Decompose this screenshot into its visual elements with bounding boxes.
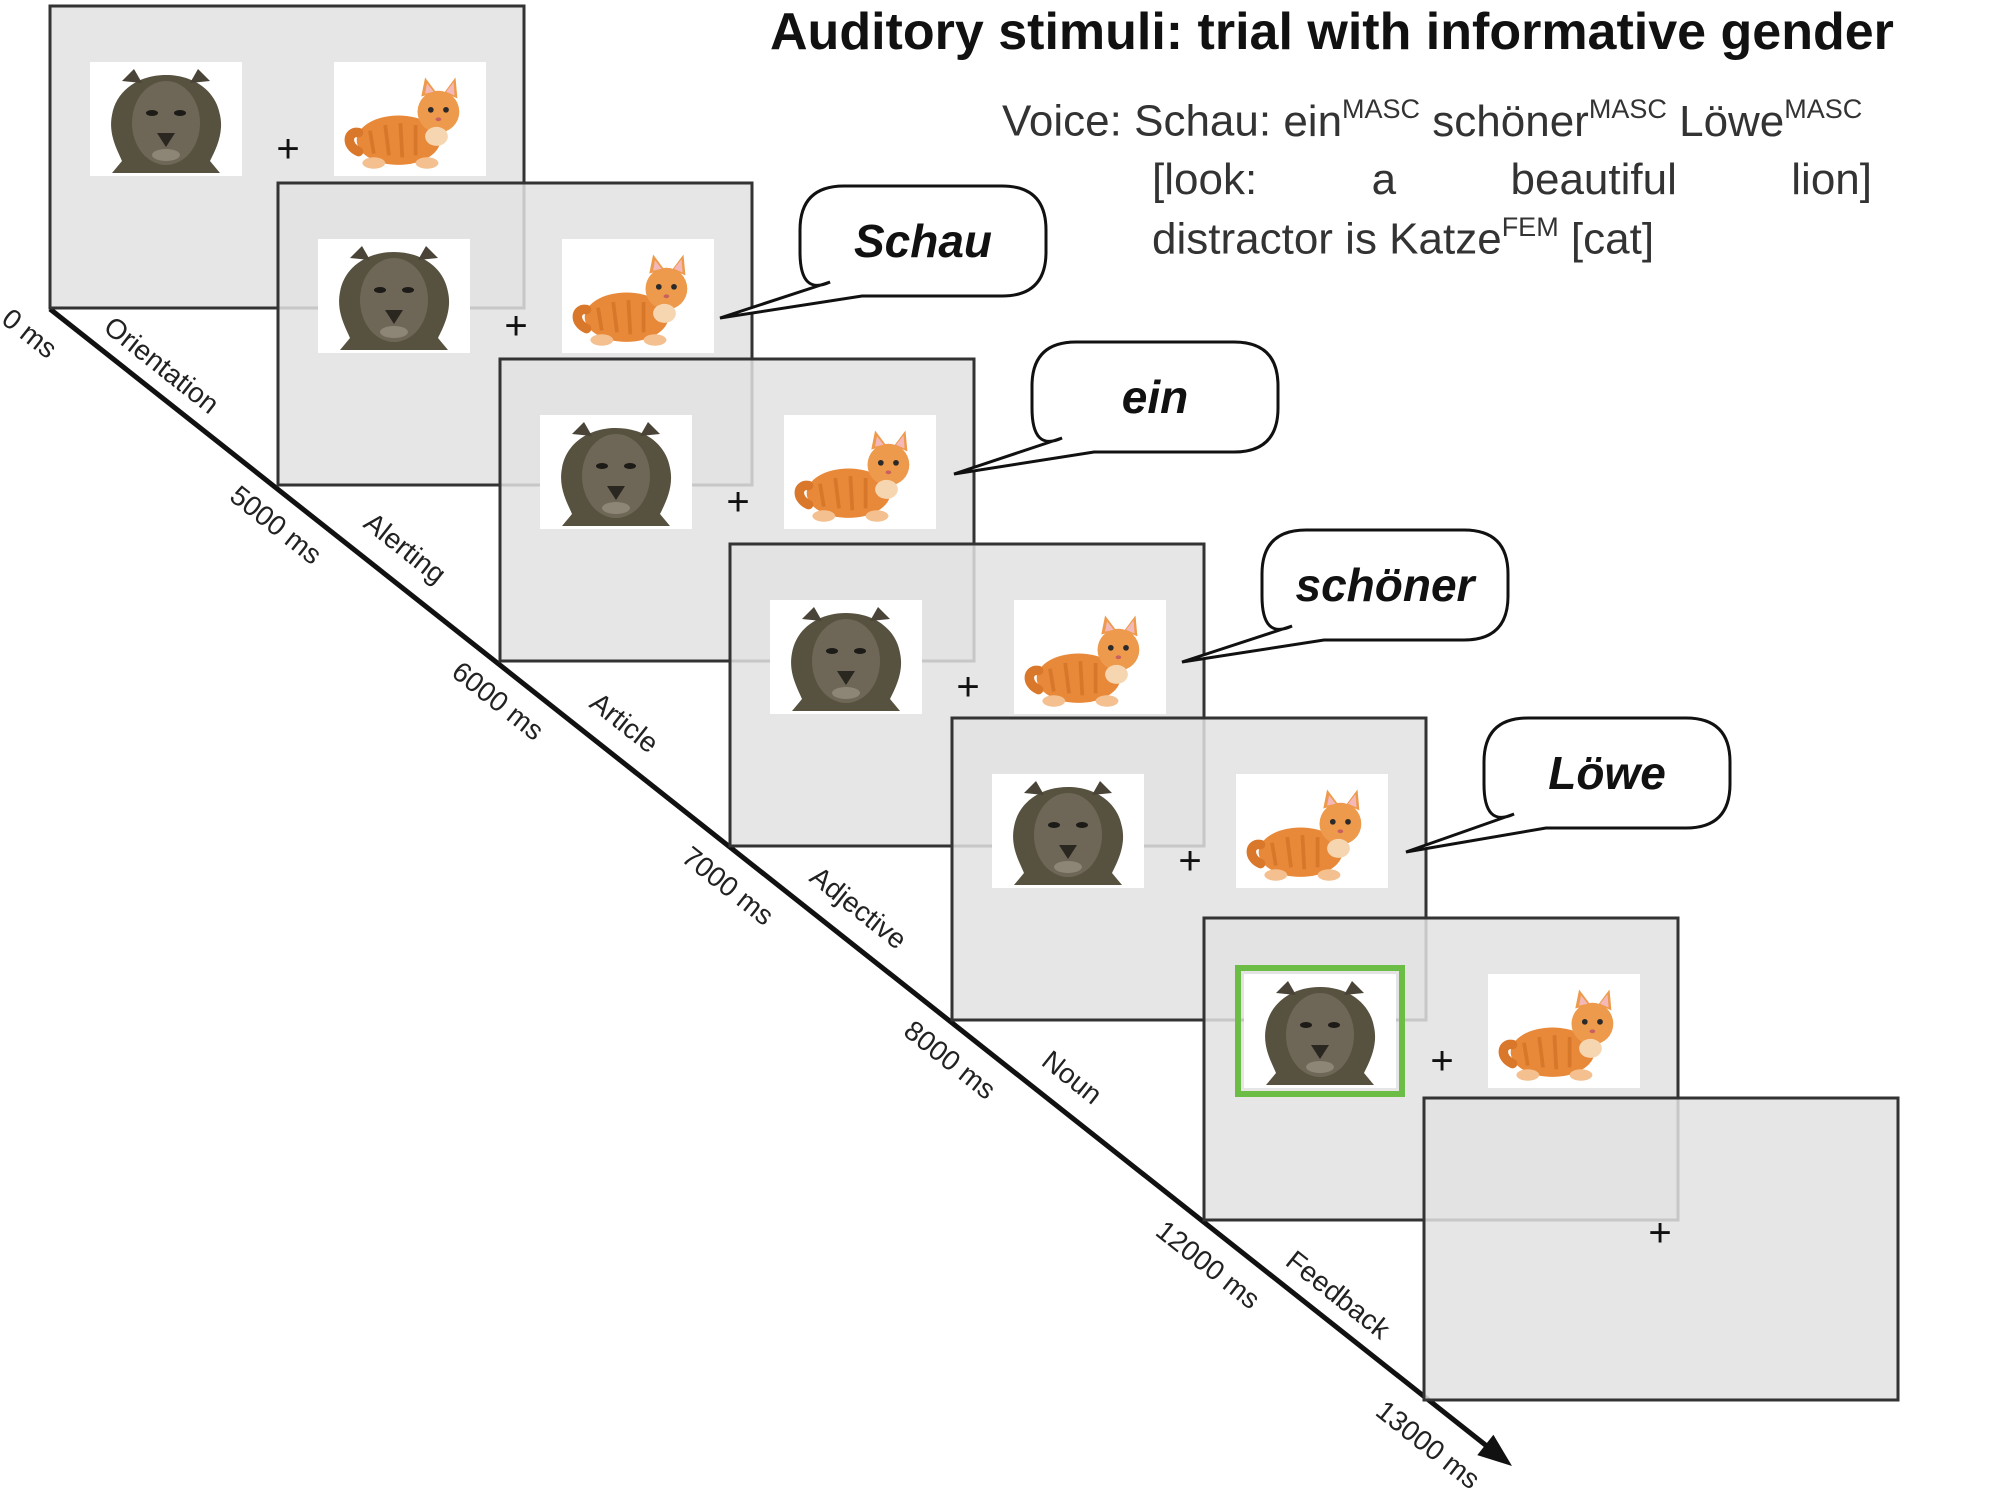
bubble-word: Schau — [854, 215, 992, 267]
voice-sentence: Voice: Schau: einMASC schönerMASC LöweMA… — [1002, 94, 1863, 147]
speech-bubble-1: Schau — [719, 184, 1048, 320]
bubble-outline — [953, 340, 1280, 476]
bubble-word: Löwe — [1548, 747, 1666, 799]
speech-bubble-3: schöner — [1181, 528, 1510, 664]
time-label: 6000 ms — [446, 655, 549, 746]
translation-word: [look: — [1152, 155, 1258, 204]
translation-word: beautiful — [1510, 155, 1677, 204]
time-label: 12000 ms — [1150, 1214, 1266, 1315]
translation-word: lion] — [1791, 155, 1872, 204]
diagram-title: Auditory stimuli: trial with informative… — [770, 3, 1894, 61]
phase-label-adjective: Adjective — [804, 860, 912, 955]
phase-label-alerting: Alerting — [358, 506, 452, 589]
time-label: 8000 ms — [898, 1014, 1001, 1105]
bubble-outline — [719, 184, 1048, 320]
timeline-arrowhead — [1477, 1434, 1512, 1466]
fixation-cross: + — [956, 665, 979, 709]
translation-word: a — [1371, 155, 1397, 204]
bubble-outline — [1181, 528, 1510, 664]
fixation-cross: + — [1648, 1211, 1671, 1255]
phase-label-article: Article — [584, 686, 664, 759]
distractor-note: distractor is KatzeFEM [cat] — [1152, 212, 1655, 264]
time-label: 5000 ms — [224, 479, 327, 570]
timeline-axis — [48, 307, 1491, 1450]
gender-tag-ein: MASC — [1342, 94, 1421, 124]
fixation-cross: + — [1430, 1039, 1453, 1083]
gender-tag-schoener: MASC — [1588, 94, 1667, 124]
screen-frame — [1422, 1096, 1900, 1402]
gender-tag-loewe: MASC — [1784, 94, 1863, 124]
speech-bubble-2: ein — [953, 340, 1280, 476]
voice-translation: [look: a beautiful lion] — [1152, 155, 1872, 205]
stimulus-screen-7: + — [1422, 1096, 1900, 1402]
bubble-word: schöner — [1296, 559, 1477, 611]
fixation-cross: + — [726, 480, 749, 524]
speech-bubble-4: Löwe — [1405, 716, 1732, 854]
bubble-outline — [1405, 716, 1732, 854]
voice-word-schau: Schau: — [1134, 96, 1272, 146]
voice-word-ein: einMASC — [1283, 94, 1421, 146]
gender-tag-katze: FEM — [1501, 212, 1559, 242]
time-label: 7000 ms — [676, 840, 779, 931]
fixation-cross: + — [276, 127, 299, 171]
voice-word-schoener: schönerMASC — [1432, 94, 1667, 146]
voice-word-loewe: LöweMASC — [1679, 94, 1863, 146]
bubble-word: ein — [1122, 371, 1188, 423]
time-label: 13000 ms — [1370, 1394, 1486, 1491]
fixation-cross: + — [504, 304, 527, 348]
selected-target-frame — [1235, 965, 1405, 1097]
fixation-cross: + — [1178, 839, 1201, 883]
voice-label: Voice: — [1002, 96, 1122, 146]
